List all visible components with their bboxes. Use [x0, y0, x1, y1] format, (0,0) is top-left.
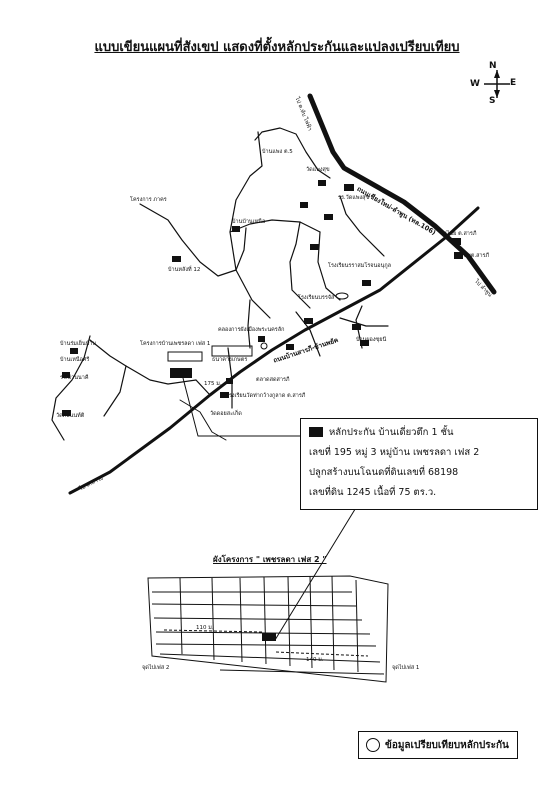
page-title: แบบเขียนแผนที่สังเขป แสดงที่ตั้งหลักประก… — [94, 40, 460, 55]
wat2-label: วัดดอยสะเก็ด — [210, 411, 242, 417]
left4-label: วัดคอนนท์ติ — [56, 413, 85, 419]
comparison-legend: ข้อมูลเปรียบเทียบหลักประกัน — [358, 731, 518, 759]
compass-e: E — [510, 78, 517, 88]
infobox-line3: ปลูกสร้างบนโฉนดที่ดินเลขที่ 68198 — [309, 467, 459, 478]
ban12-label: บ้านหลังที่ 12 — [168, 267, 201, 273]
amphoe-label: อบต.สารภี — [464, 253, 490, 259]
school-label: รร.วัดแพงสุข — [338, 195, 370, 201]
compass-n: N — [489, 61, 497, 71]
infobox-line1: หลักประกัน บ้านเดี่ยวตึก 1 ชั้น — [329, 427, 454, 438]
ban-mid-label: บ้านบ้านเหนือ — [232, 219, 266, 225]
factory-label: โรงเรียนรราสมโรจนอนุกูล — [328, 263, 392, 269]
left3-label: บ้านเหนือศรี — [60, 357, 90, 363]
comparison-circle-icon — [366, 738, 380, 752]
ban-top-label: บ้านแพง ต.5 — [262, 149, 293, 155]
compass-w: W — [470, 79, 480, 89]
gate-left-label: จุดไปเฟส 2 — [142, 665, 170, 671]
left1-label: บ้านร่มเย็นบ้าน — [60, 341, 97, 347]
gate-right-label: จุดไปเฟส 1 — [392, 665, 420, 671]
plan-dist-140: 140 ม. — [306, 657, 324, 663]
school2-label: โรงเรียนวัดท่ากว้างกูลาด ต.สารภี — [226, 393, 306, 399]
temple-right-label: วัดไชย ต.สารภี — [440, 231, 477, 237]
project-plan-title: ผังโครงการ " เพชรลดา เฟส 2 " — [213, 555, 327, 564]
compass-s: S — [489, 96, 496, 106]
plan-dist-110: 110 ม. — [196, 625, 214, 631]
plant-label: โรงเรียนบรรจัส — [298, 295, 335, 301]
market-label: ตลาดสดสารภี — [256, 377, 290, 383]
office-label: คลองการผังเมืองพระนครลัก — [218, 327, 285, 333]
collateral-marker-icon — [309, 427, 323, 437]
distance-175-label: 175 ม. — [204, 381, 222, 387]
infobox-line4: เลขที่ดิน 1245 เนื้อที่ 75 ตร.ว. — [309, 487, 437, 498]
project-left-label: โครงการ ภาคร — [130, 197, 167, 203]
bank-label: ธนาคารเกษตร — [212, 357, 248, 363]
infobox-line2: เลขที่ 195 หมู่ 3 หมู่บ้าน เพชรลดา เฟส 2 — [309, 447, 480, 458]
ban-bottom-label: บ้านผองซุยนี — [356, 337, 387, 343]
compass-rose-icon — [472, 62, 522, 106]
wat-label: วัดแพงสุข — [306, 167, 330, 173]
left2-label: รร.บ้านนาคี — [60, 375, 89, 381]
comparison-legend-text: ข้อมูลเปรียบเทียบหลักประกัน — [385, 740, 509, 751]
collateral-infobox: หลักประกัน บ้านเดี่ยวตึก 1 ชั้น เลขที่ 1… — [300, 418, 538, 510]
project-left2-label: โครงการบ้านเพชรลดา เฟส 1 — [140, 341, 211, 347]
